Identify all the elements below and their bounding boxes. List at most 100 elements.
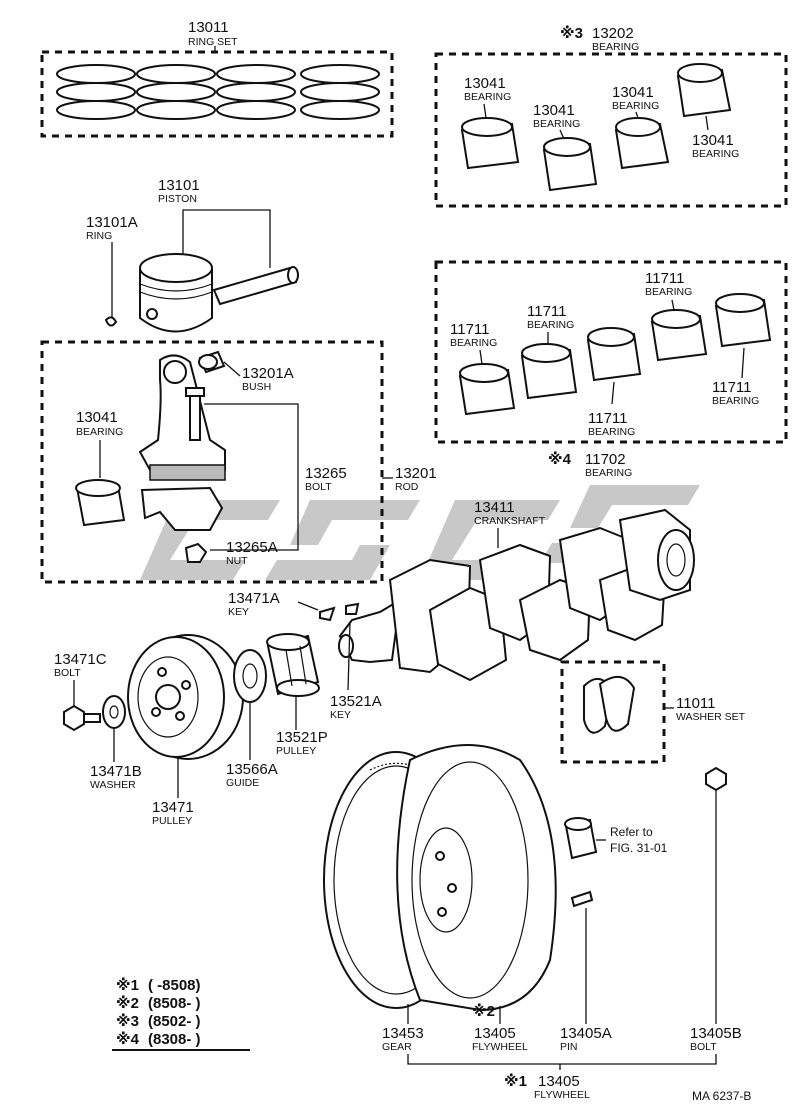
guide-number: 13566A (226, 761, 278, 778)
bush-label: BUSH (242, 381, 271, 393)
cb2-number: 11711 (527, 303, 567, 320)
main-b4-label: BEARING (692, 148, 739, 160)
flywheel-group: Refer to FIG. 31-01 13453 GEAR ※2 13405 … (323, 744, 742, 1101)
ring-set-box (40, 50, 394, 138)
flywheel-number: 13405 (474, 1025, 516, 1042)
figure-code: MA 6237-B (692, 1089, 751, 1103)
flywheel-set-bracket (407, 1054, 717, 1065)
main-b3-leader (635, 111, 639, 119)
main-b1-label: BEARING (464, 91, 511, 103)
piston-ring-label: RING (86, 230, 112, 242)
piston-ring-number: 13101A (86, 214, 138, 231)
pin-number: 13405A (560, 1025, 612, 1042)
ring-set-group: 13011 RING SET (40, 19, 394, 138)
legend-row: ※3 (8502- ) (116, 1012, 201, 1030)
piston-ring-stack (216, 64, 296, 120)
dowel-pin (570, 890, 594, 908)
ring-set-number: 13011 (188, 19, 229, 36)
woodruff-key (345, 602, 360, 615)
main-set-label: BEARING (592, 41, 639, 53)
crank-bearing-shell (458, 363, 516, 416)
rod-bolt-label: BOLT (305, 481, 332, 493)
crank-bearing-shell (714, 293, 772, 348)
pulley-number: 13471 (152, 799, 194, 816)
main-b2-label: BEARING (533, 118, 580, 130)
rod-nut-number: 13265A (226, 539, 278, 556)
key-group: 13471A KEY 13521A KEY (228, 590, 382, 721)
cb3-leader (611, 381, 615, 405)
legend-mark: ※3 (116, 1012, 139, 1030)
key-a-label: KEY (228, 606, 249, 618)
crank-bearing-shell (520, 343, 578, 400)
piston-leader (182, 209, 271, 268)
flywheel-set-label: FLYWHEEL (534, 1089, 590, 1101)
cb5-number: 11711 (712, 379, 752, 396)
key-b-number: 13521A (330, 693, 382, 710)
rod-bolt-number: 13265 (305, 465, 347, 482)
flywheel-bolt (705, 766, 727, 1024)
cb-set-label: BEARING (585, 467, 632, 479)
connecting-rod-box (40, 340, 384, 584)
thrust-washer (583, 676, 636, 734)
flywheel-mark: ※2 (472, 1002, 495, 1020)
pin-label: PIN (560, 1041, 578, 1053)
woodruff-key (319, 606, 336, 622)
crank-bearing-shell (586, 327, 642, 382)
piston-ring-stack (136, 64, 216, 120)
timing-guide (233, 649, 267, 703)
washer-set-label: WASHER SET (676, 711, 746, 723)
main-b1-number: 13041 (464, 75, 506, 92)
legend-mark: ※2 (116, 994, 139, 1012)
legend-code: (8508- ) (148, 995, 201, 1012)
main-bearing-group: ※3 13202 BEARING 13041 BEARING 13041 BEA… (434, 24, 788, 208)
ring-set-label: RING SET (188, 36, 238, 48)
main-b1-leader (483, 103, 487, 119)
rod-bearing-number: 13041 (76, 409, 118, 426)
legend-row: ※2 (8508- ) (116, 994, 201, 1012)
rod-bush (198, 350, 226, 374)
crank-pulley (127, 634, 244, 760)
main-bearing-box (434, 52, 788, 208)
guide-label: GUIDE (226, 777, 259, 789)
rod-label: ROD (395, 481, 419, 493)
main-bearing-shell (542, 137, 598, 192)
bush-leader (223, 361, 241, 377)
pulley-label: PULLEY (152, 815, 192, 827)
rod-bearing (75, 479, 126, 527)
cb4-number: 11711 (645, 270, 685, 287)
connecting-rod (138, 354, 226, 481)
cb4-leader (671, 299, 675, 311)
rod-nut (184, 542, 208, 563)
rod-bolt (185, 387, 205, 441)
main-bearing-shell (460, 117, 520, 170)
key-b-leader (347, 621, 351, 691)
legend-mark: ※1 (116, 976, 139, 994)
pulley-bolt-label: BOLT (54, 667, 81, 679)
main-b2-leader (559, 129, 565, 140)
washer-label: WASHER (90, 779, 136, 791)
crank-bearing-group: 11711 BEARING 11711 BEARING 11711 BEARIN… (434, 260, 788, 479)
fw-bolt-number: 13405B (690, 1025, 742, 1042)
crankshaft-label: CRANKSHAFT (474, 515, 546, 527)
main-b4-leader (705, 115, 709, 131)
main-b2-number: 13041 (533, 102, 575, 119)
washer-set-box (560, 660, 666, 764)
cb4-label: BEARING (645, 286, 692, 298)
cb3-label: BEARING (588, 426, 635, 438)
rod-cap (140, 486, 224, 531)
piston-label: PISTON (158, 193, 197, 205)
main-b3-label: BEARING (612, 100, 659, 112)
cb5-label: BEARING (712, 395, 759, 407)
cb-set-number: 11702 (585, 451, 626, 468)
flywheel-set-number: 13405 (538, 1073, 580, 1090)
flywheel-set-mark: ※1 (504, 1072, 527, 1090)
cb1-leader (479, 349, 483, 365)
refer-line2: FIG. 31-01 (610, 841, 668, 855)
crank-bearing-box (434, 260, 788, 444)
piston (139, 253, 213, 333)
main-b3-number: 13041 (612, 84, 654, 101)
pulley-p-number: 13521P (276, 729, 328, 746)
cb1-number: 11711 (450, 321, 490, 338)
legend-table: ※1 ( -8508) ※2 (8508- ) ※3 (8502- ) ※4 (… (112, 976, 250, 1051)
